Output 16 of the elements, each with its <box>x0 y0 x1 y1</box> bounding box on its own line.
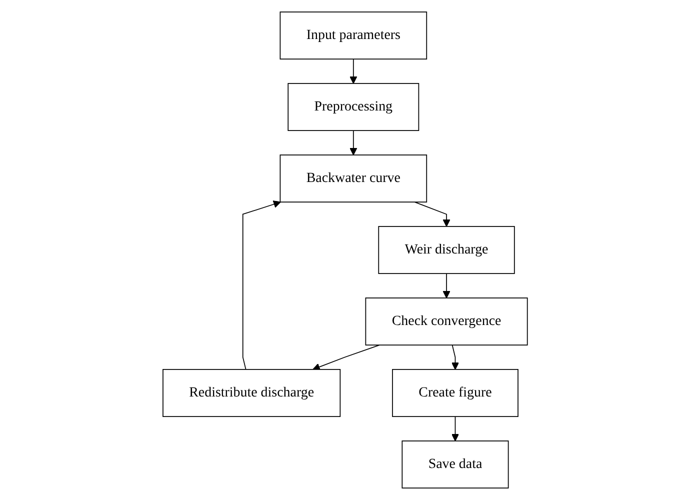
arrow <box>312 344 380 371</box>
arrow <box>350 58 358 84</box>
node-box: Save data <box>402 440 510 488</box>
node-box: Input parameters <box>280 12 428 60</box>
node-box: Redistribute discharge <box>162 369 341 417</box>
node-box: Create figure <box>392 369 519 417</box>
node-box: Weir discharge <box>378 226 516 274</box>
node-box: Check convergence <box>366 298 528 346</box>
arrow <box>242 200 282 370</box>
node-box: Preprocessing <box>288 83 420 131</box>
arrow <box>443 273 451 298</box>
arrow <box>452 416 460 442</box>
node-box: Backwater curve <box>280 154 428 202</box>
arrow <box>414 202 451 227</box>
arrow <box>350 130 358 156</box>
arrow <box>452 344 460 370</box>
